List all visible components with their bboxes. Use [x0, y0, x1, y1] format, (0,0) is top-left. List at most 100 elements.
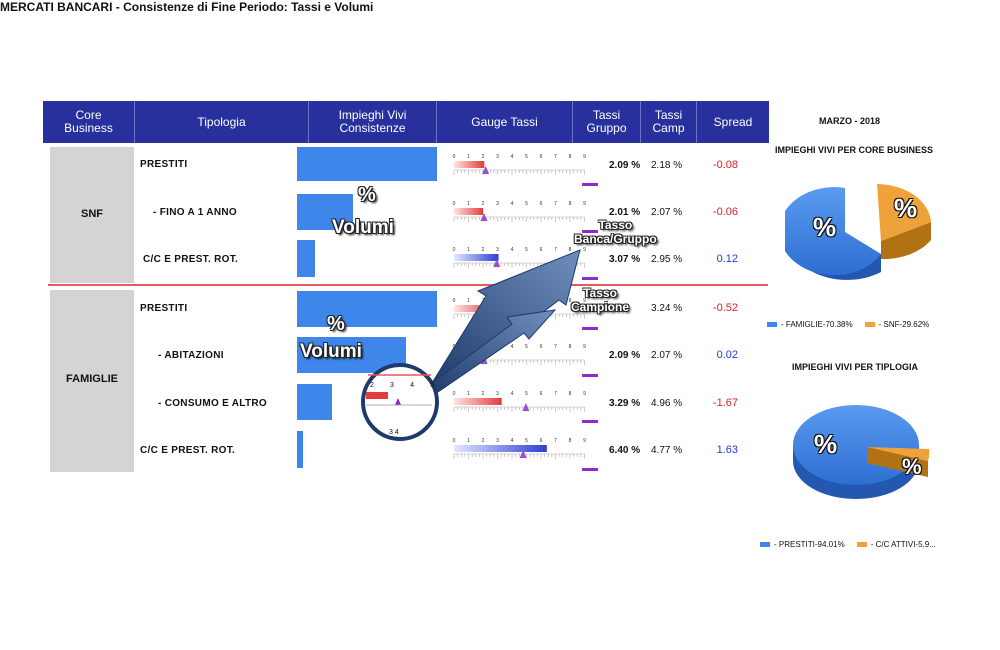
legend-swatch-famiglie: [767, 322, 777, 327]
pie-slice-prestiti: [793, 405, 919, 485]
legend-label-snf: - SNF-29.62%: [878, 320, 930, 329]
group-band-snf: [50, 147, 134, 283]
tasso-camp-line2: Campione: [571, 300, 630, 314]
gauge-tick-label: 9: [583, 154, 586, 160]
period-label: MARZO - 2018: [819, 116, 881, 126]
spread-value: -0.52: [712, 302, 738, 314]
gauge-tick-label: 8: [569, 247, 572, 253]
header-core-business-label: Core Business: [64, 108, 113, 135]
spread-value: -0.08: [712, 159, 738, 171]
gauge-tick-label: 2: [482, 154, 485, 160]
gauge-tick-label: 8: [569, 438, 572, 444]
header-spread-label: Spread: [713, 114, 753, 129]
group-band-famiglie: [50, 290, 134, 472]
gauge-tick-label: 5: [525, 247, 528, 253]
volumi-pct-label: %: [327, 313, 345, 335]
gauge-tick-label: 0: [453, 154, 456, 160]
gauge-bar: [454, 254, 499, 261]
gauge-tick-label: 1: [467, 438, 470, 444]
gauge-bar: [454, 208, 484, 215]
row-label: - CONSUMO E ALTRO: [158, 398, 267, 409]
header-impieghi: Impieghi Vivi Consistenze: [309, 101, 437, 143]
tasso-camp-label: Tasso Campione: [571, 286, 629, 314]
gauge-tick-label: 9: [583, 247, 586, 253]
legend-swatch-snf: [864, 322, 875, 327]
chart1-title: IMPIEGHI VIVI PER CORE BUSINESS: [775, 145, 934, 155]
header-core-business: Core Business: [43, 101, 135, 143]
gauge-tick-label: 2: [482, 247, 485, 253]
gauge-tick-label: 4: [511, 201, 514, 207]
pie-chart-tipologia: [793, 405, 930, 499]
gauge-tick-label: 8: [569, 201, 572, 207]
rate-camp: 4.96 %: [651, 398, 683, 409]
gauge-tick-label: 7: [554, 247, 557, 253]
gauge-tick-label: 6: [540, 201, 543, 207]
volume-bar: [297, 147, 437, 181]
gauge-tick-label: 5: [525, 391, 528, 397]
tasso-gruppo-line2: Banca/Gruppo: [574, 232, 657, 246]
gauge-tick-label: 0: [453, 201, 456, 207]
gauge-tick-label: 6: [540, 391, 543, 397]
pie-slice-famiglie: [785, 187, 881, 276]
magnifier-tick: 5: [430, 382, 434, 389]
gauge-tick-label: 7: [554, 201, 557, 207]
gauge-tick-label: 8: [569, 298, 572, 304]
gauge-tick-label: 0: [453, 298, 456, 304]
legend-label-famiglie: - FAMIGLIE-70.38%: [781, 320, 853, 329]
magnifier-tick: 3: [390, 382, 394, 389]
gauge-tick-label: 7: [554, 391, 557, 397]
marker-tick: [582, 327, 598, 330]
magnifier-marker-icon: [395, 398, 401, 405]
group-label-famiglie: FAMIGLIE: [66, 373, 118, 385]
gauge-marker-icon: [482, 166, 490, 174]
volumi-label: Volumi: [300, 341, 362, 362]
gauge-tick-label: 4: [511, 391, 514, 397]
gauge-tick-label: 4: [511, 154, 514, 160]
volume-bar: [297, 291, 437, 327]
gauge-tick-label: 4: [511, 438, 514, 444]
marker-tick: [582, 230, 598, 233]
rate-gruppo: 3.29 %: [609, 398, 641, 409]
gauge-tick-label: 8: [569, 344, 572, 350]
report-title: MERCATI BANCARI - Consistenze di Fine Pe…: [0, 0, 374, 14]
magnifier-tick: 4: [410, 382, 414, 389]
header-tassi-gruppo: Tassi Gruppo: [573, 101, 641, 143]
rate-camp: 2.95 %: [651, 254, 683, 265]
marker-tick: [582, 277, 598, 280]
volume-bar: [297, 240, 315, 277]
chart2-title: IMPIEGHI VIVI PER TIPLOGIA: [792, 362, 919, 372]
volume-bar: [297, 384, 332, 420]
gauge-tick-label: 1: [467, 201, 470, 207]
header-tipologia: Tipologia: [135, 101, 309, 143]
header-tipologia-label: Tipologia: [197, 114, 246, 129]
rate-gruppo: 2.09 %: [609, 350, 641, 361]
magnifier-bottom-ticks: 3 4: [389, 429, 399, 436]
gauge-marker-icon: [522, 403, 530, 411]
gauge-tick-label: 1: [467, 247, 470, 253]
spread-value: 1.63: [716, 444, 738, 456]
row-label: - FINO A 1 ANNO: [153, 207, 237, 218]
spread-value: -1.67: [712, 397, 738, 409]
gauge-tick-label: 5: [525, 344, 528, 350]
pie-slice-snf: [877, 184, 931, 241]
arrow-to-tasso-camp: [424, 309, 557, 395]
chart1-pct-big: %: [813, 212, 837, 242]
marker-tick: [582, 420, 598, 423]
gauge-bar: [454, 398, 502, 405]
marker-tick: [582, 183, 598, 186]
row-label: - ABITAZIONI: [158, 350, 224, 361]
pie-slice-cc-attivi: [867, 447, 928, 477]
volumi-label: Volumi: [332, 217, 394, 238]
rate-gruppo: 2.09 %: [609, 160, 641, 171]
rate-camp: 3.24 %: [651, 303, 683, 314]
pie-chart-core-business: [785, 184, 931, 280]
gauge-tick-label: 0: [453, 391, 456, 397]
row-label: PRESTITI: [140, 159, 188, 170]
chart2-pct-small: %: [902, 454, 922, 479]
gauge-tick-label: 2: [482, 391, 485, 397]
gauge-tick-label: 6: [540, 247, 543, 253]
pie-slice-snf: [881, 222, 931, 260]
legend-label-prestiti: - PRESTITI-94.01%: [774, 540, 845, 549]
